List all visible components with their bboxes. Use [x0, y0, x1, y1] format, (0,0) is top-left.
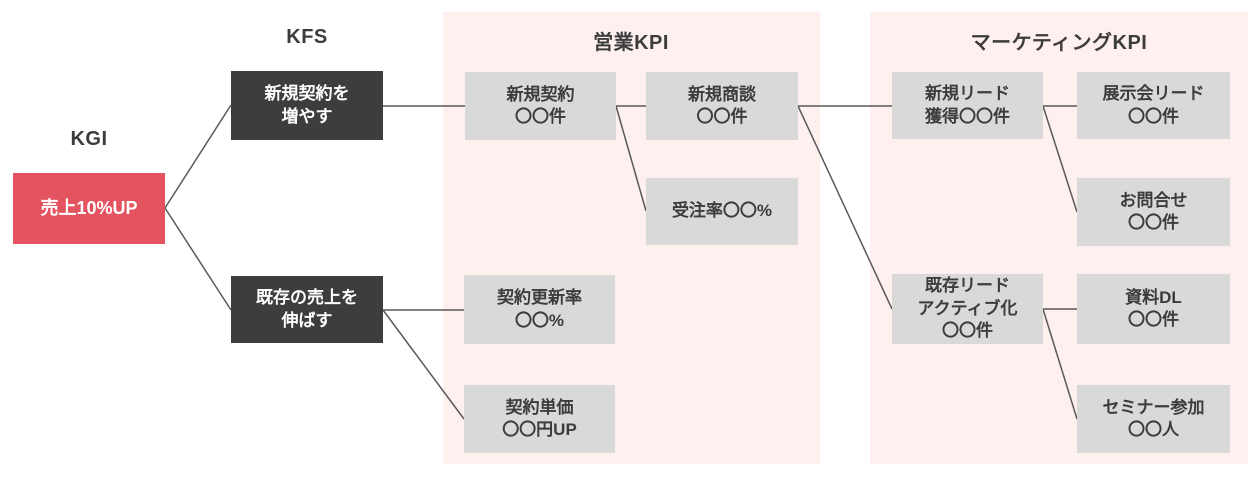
kfs-header: KFS: [286, 26, 328, 48]
marketing-kpi-node-existing-leads-activation: 既存リード アクティブ化 〇〇件: [892, 274, 1043, 344]
marketing-kpi-node-document-downloads: 資料DL 〇〇件: [1077, 274, 1230, 344]
sales-kpi-header: 営業KPI: [593, 32, 669, 54]
kgi-header: KGI: [70, 128, 108, 150]
marketing-kpi-node-seminar-attendees: セミナー参加 〇〇人: [1077, 385, 1230, 453]
sales-kpi-node-new-contracts: 新規契約 〇〇件: [465, 72, 616, 140]
kfs-node-grow-existing-sales: 既存の売上を 伸ばす: [231, 276, 383, 343]
marketing-kpi-node-new-leads: 新規リード 獲得〇〇件: [892, 72, 1043, 139]
marketing-kpi-node-expo-leads: 展示会リード 〇〇件: [1077, 72, 1230, 139]
marketing-kpi-header: マーケティングKPI: [970, 32, 1148, 54]
kfs-node-increase-new-contracts: 新規契約を 増やす: [231, 71, 383, 140]
kgi-node-sales-up: 売上10%UP: [13, 173, 165, 244]
marketing-kpi-node-inquiries: お問合せ 〇〇件: [1077, 178, 1230, 246]
sales-kpi-node-win-rate: 受注率〇〇%: [646, 178, 798, 245]
sales-kpi-node-new-deals: 新規商談 〇〇件: [646, 72, 798, 140]
connector-line: [164, 207, 232, 311]
sales-kpi-node-unit-price-up: 契約単価 〇〇円UP: [464, 385, 615, 453]
sales-kpi-node-renewal-rate: 契約更新率 〇〇%: [464, 275, 615, 344]
connector-line: [164, 104, 232, 209]
